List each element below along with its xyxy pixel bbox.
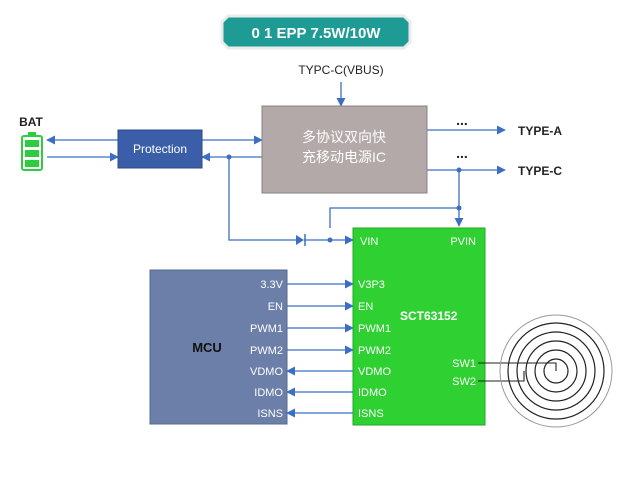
power-ic-line1: 多协议双向快 — [302, 129, 386, 145]
mcu-pin-label: PWM2 — [250, 345, 283, 357]
sct-pin-label: IDMO — [358, 387, 387, 399]
sct63152-block: VIN PVIN SCT63152 V3P3 EN PWM1 PWM2 VDMO… — [352, 227, 486, 426]
mcu-pin-label: PWM1 — [250, 323, 283, 335]
power-ic-line2: 充移动电源IC — [302, 149, 386, 165]
sct-pin-label: V3P3 — [358, 279, 385, 291]
coil-icon — [499, 314, 613, 428]
sct-name-label: SCT63152 — [400, 309, 458, 323]
power-ic-block: TYPC-C(VBUS) 多协议双向快 充移动电源IC — [261, 63, 428, 194]
sct-pin-label: PWM1 — [358, 323, 391, 335]
mcu-block: MCU 3.3V EN PWM1 PWM2 VDMO IDMO ISNS — [149, 269, 288, 425]
mcu-pin-label: IDMO — [254, 387, 283, 399]
mcu-pin-label: ISNS — [257, 408, 283, 420]
connections — [46, 82, 506, 418]
junction-dots — [226, 154, 462, 243]
ellipsis-type-c: ... — [456, 145, 468, 161]
output-labels: ... ... TYPE-A TYPE-C — [456, 112, 562, 178]
sct-sw1-label: SW1 — [452, 358, 476, 370]
mcu-label: MCU — [192, 340, 222, 355]
sct-sw2-label: SW2 — [452, 376, 476, 388]
protection-block: Protection — [117, 129, 203, 169]
mcu-pin-label: VDMO — [250, 366, 283, 378]
coil-connections — [478, 362, 557, 382]
sct-pin-label: VDMO — [358, 366, 391, 378]
type-a-label: TYPE-A — [518, 124, 562, 138]
mcu-pin-label: EN — [268, 301, 283, 313]
type-c-label: TYPE-C — [518, 164, 562, 178]
battery-icon: BAT — [19, 115, 44, 171]
ellipsis-type-a: ... — [456, 112, 468, 128]
sct-pin-label: ISNS — [358, 408, 384, 420]
protection-label: Protection — [133, 142, 187, 156]
sct-pvin-label: PVIN — [450, 236, 476, 248]
sct-pin-label: PWM2 — [358, 345, 391, 357]
title-banner: 0 1 EPP 7.5W/10W — [220, 14, 412, 50]
sct-pin-label: EN — [358, 301, 373, 313]
diode-icon — [296, 234, 306, 246]
mcu-pin-label: 3.3V — [260, 279, 283, 291]
sct-vin-label: VIN — [360, 236, 378, 248]
title-text: 0 1 EPP 7.5W/10W — [252, 25, 382, 42]
vbus-input-label: TYPC-C(VBUS) — [298, 63, 383, 77]
battery-label: BAT — [19, 115, 43, 129]
